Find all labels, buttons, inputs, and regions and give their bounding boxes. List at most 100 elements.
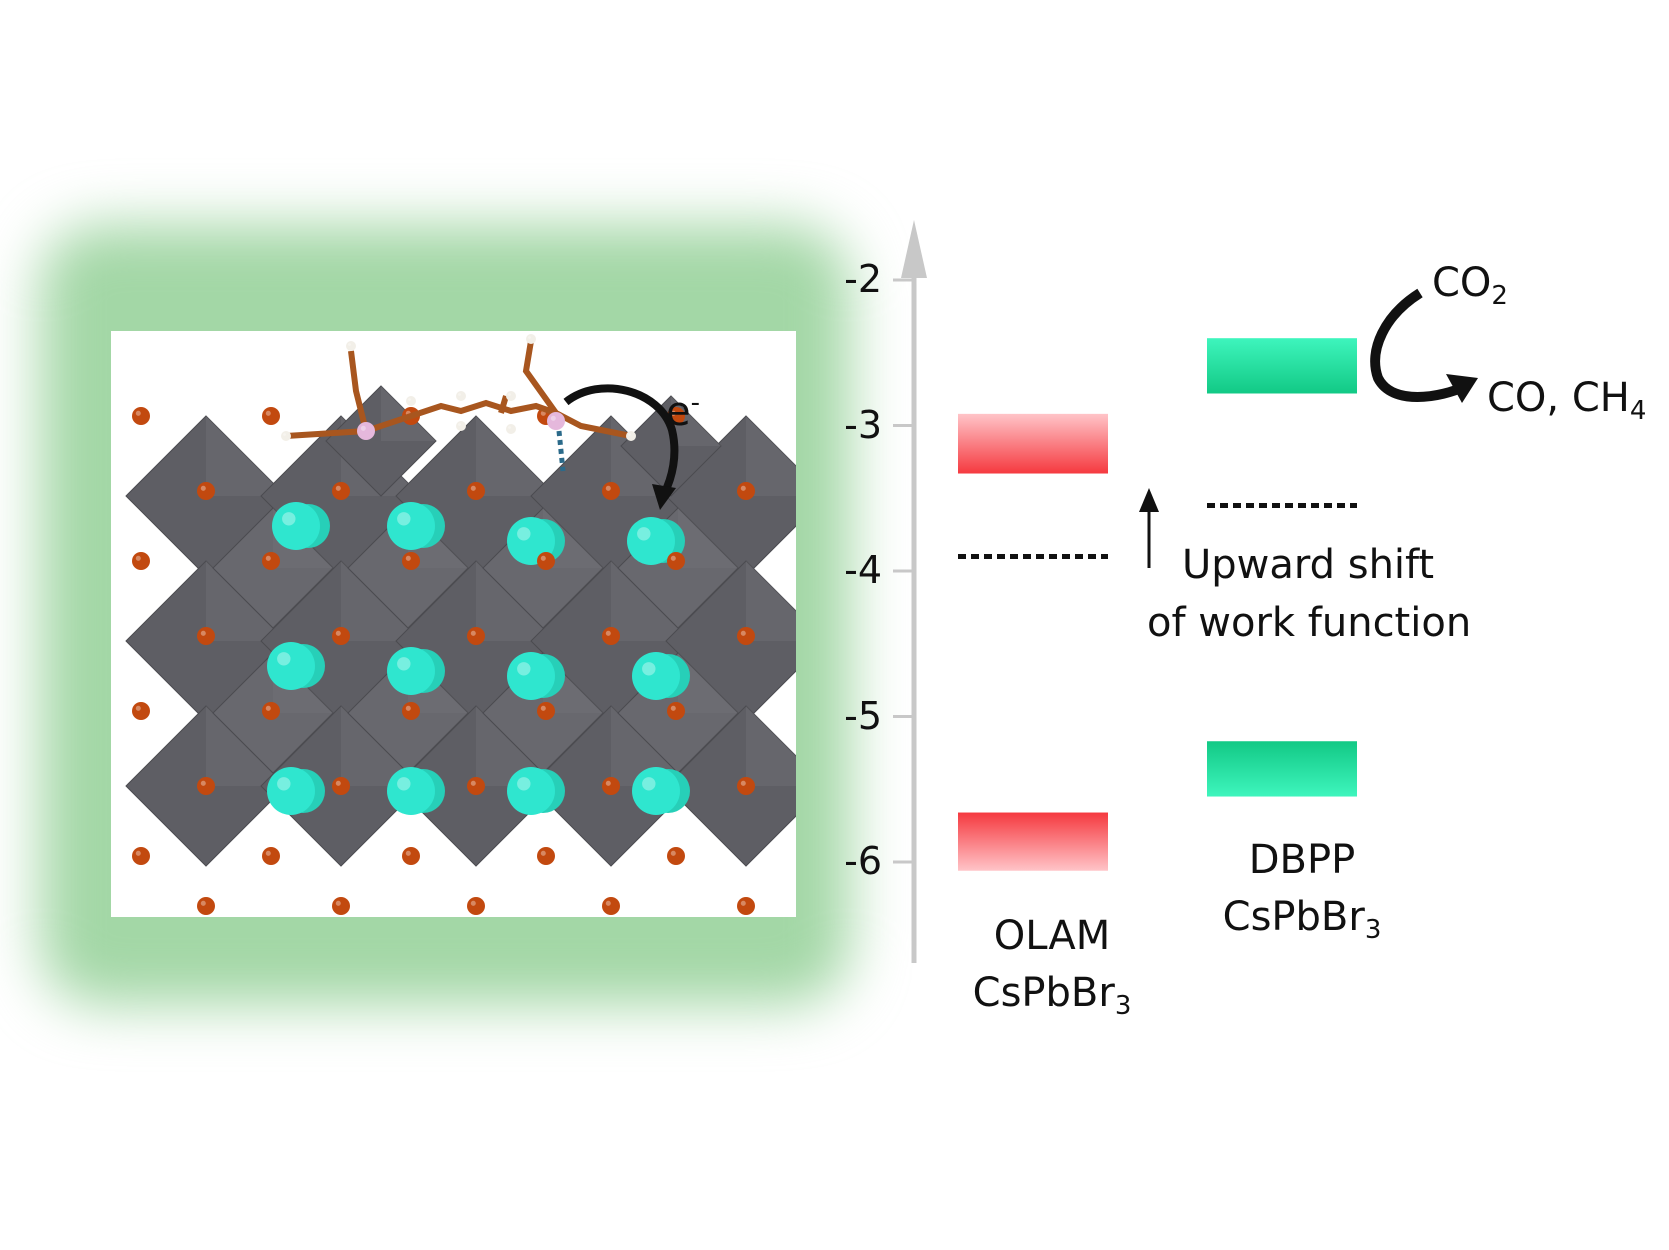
br-atom (537, 847, 555, 865)
br-atom (667, 847, 685, 865)
co2-label: CO2 (1432, 260, 1508, 311)
br-atom (332, 482, 350, 500)
br-atom-highlight (740, 485, 746, 491)
hydrogen-atom (281, 431, 291, 441)
cs-atom (632, 767, 680, 815)
br-atom-highlight (740, 780, 746, 786)
hydrogen-atom-highlight (458, 423, 461, 426)
br-atom (262, 702, 280, 720)
br-atom-highlight (335, 485, 341, 491)
br-atom (332, 897, 350, 915)
cs-atom-highlight (282, 512, 296, 526)
octahedron-facet (746, 416, 796, 496)
electron-arrow-head-icon (652, 484, 676, 510)
conduction-band-0 (958, 413, 1108, 474)
hydrogen-atom (626, 431, 636, 441)
hydrogen-atom-highlight (508, 393, 511, 396)
br-atom (602, 897, 620, 915)
br-atom (737, 777, 755, 795)
dbpp-ligand (285, 340, 632, 439)
hydrogen-atom (506, 391, 516, 401)
br-atom-highlight (605, 780, 611, 786)
valence-band-0 (958, 812, 1108, 871)
br-atom (402, 702, 420, 720)
reaction-arrow (1370, 288, 1469, 402)
products-label: CO, CH4 (1487, 375, 1647, 426)
br-atom-highlight (335, 630, 341, 636)
br-atom (737, 897, 755, 915)
cs-atom-highlight (277, 777, 291, 791)
hydrogen-atom-highlight (458, 393, 461, 396)
hydrogen-atom-highlight (408, 398, 411, 401)
br-atom-highlight (470, 630, 476, 636)
br-atom (467, 777, 485, 795)
br-atom-highlight (405, 850, 411, 856)
br-atom-highlight (670, 705, 676, 711)
br-atom-highlight (265, 555, 271, 561)
br-atom (332, 777, 350, 795)
br-atom (132, 552, 150, 570)
cs-atom-highlight (397, 657, 411, 671)
br-atom-highlight (200, 630, 206, 636)
cs-atom-highlight (642, 662, 656, 676)
dbpp-label: DBPP (1248, 837, 1356, 883)
crystal-structure-panel (111, 331, 796, 917)
cs-atom (267, 642, 315, 690)
br-atom (602, 777, 620, 795)
br-atom-highlight (540, 705, 546, 711)
br-atom (132, 407, 150, 425)
cs-atom-highlight (397, 777, 411, 791)
cs-atom (267, 767, 315, 815)
cs-atom-highlight (637, 527, 651, 541)
br-atom (602, 627, 620, 645)
br-atom-highlight (540, 850, 546, 856)
br-atom (402, 847, 420, 865)
br-atom-highlight (335, 900, 341, 906)
hydrogen-atom-highlight (348, 343, 351, 346)
octahedron-facet (746, 706, 796, 786)
crystal-structure-svg (125, 334, 796, 915)
upward-shift-label-line2: of work function (1147, 600, 1472, 646)
br-atom-highlight (470, 900, 476, 906)
conduction-band-1 (1207, 338, 1357, 394)
br-atom-highlight (670, 555, 676, 561)
br-atom-highlight (265, 705, 271, 711)
br-atom-highlight (605, 900, 611, 906)
upward-shift-label-line1: Upward shift (1182, 542, 1435, 588)
br-atom-highlight (540, 555, 546, 561)
br-atom-highlight (405, 705, 411, 711)
tick-label: -6 (844, 839, 882, 883)
octahedron-facet (206, 416, 286, 496)
br-atom (197, 627, 215, 645)
phosphorus-atom (357, 422, 375, 440)
axis-arrow-icon (901, 220, 927, 278)
br-atom-highlight (135, 850, 141, 856)
br-atom-highlight (470, 780, 476, 786)
br-atom (132, 847, 150, 865)
br-atom (537, 702, 555, 720)
olam-label: OLAM (993, 913, 1111, 959)
br-atom (602, 482, 620, 500)
phosphorus-atom-highlight (550, 415, 556, 421)
br-atom-highlight (135, 555, 141, 561)
br-atom-highlight (605, 485, 611, 491)
br-atom-highlight (470, 485, 476, 491)
br-atom-highlight (740, 900, 746, 906)
upward-arrow-head-icon (1139, 488, 1159, 512)
br-atom (262, 407, 280, 425)
br-atom (262, 552, 280, 570)
br-atom-highlight (670, 850, 676, 856)
hydrogen-atom (346, 341, 356, 351)
br-atom (197, 897, 215, 915)
br-atom (537, 552, 555, 570)
olam-formula-label: CsPbBr3 (972, 970, 1132, 1021)
cs-atom-highlight (397, 512, 411, 526)
octahedron-facet (671, 396, 721, 446)
pbbr6-octahedron (665, 705, 796, 867)
br-atom (737, 627, 755, 645)
p-pb-interaction (556, 430, 566, 472)
br-atom-highlight (670, 410, 676, 416)
hydrogen-atom (406, 396, 416, 406)
cs-atom (627, 517, 675, 565)
